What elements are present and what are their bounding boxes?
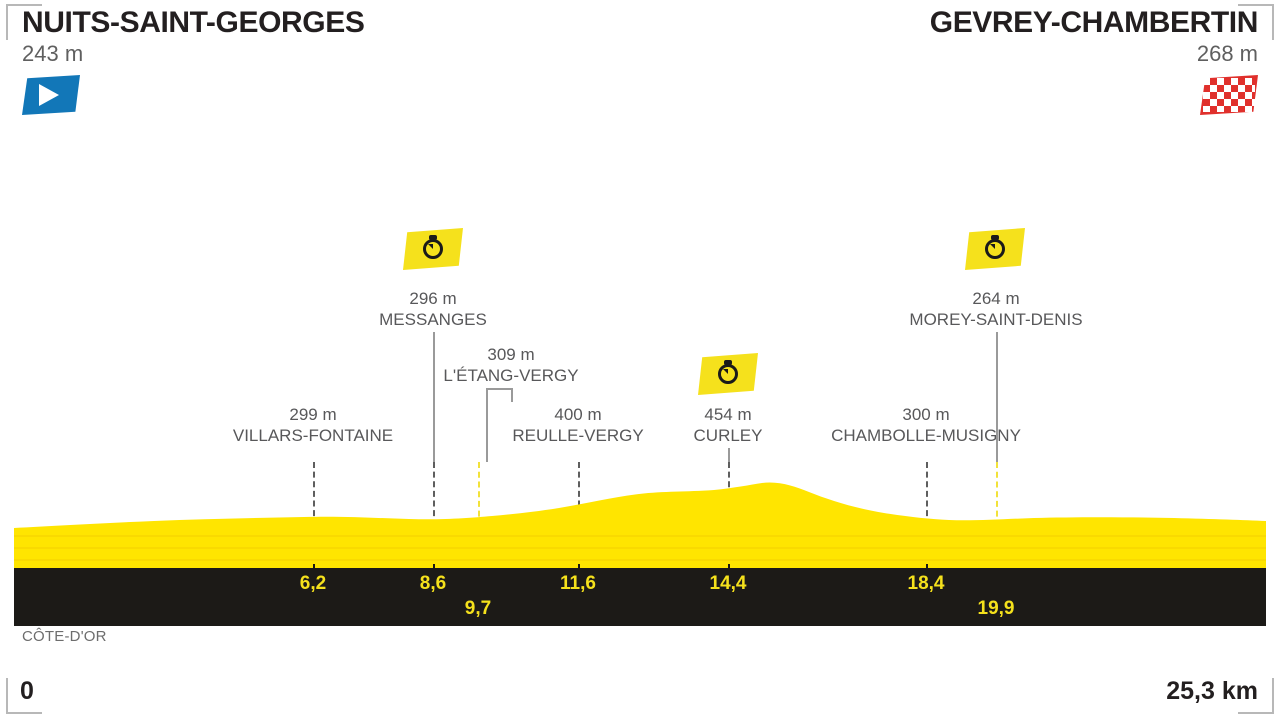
finish-altitude: 268 m xyxy=(1196,41,1258,66)
profile-fill xyxy=(14,482,1266,570)
point-label-reulle-vergy: 400 m REULLE-VERGY xyxy=(512,404,643,446)
finish-checkered-flag-icon xyxy=(1200,75,1258,115)
profile-gridlines xyxy=(14,535,1266,561)
km-tick xyxy=(313,564,315,569)
point-name: CHAMBOLLE-MUSIGNY xyxy=(831,426,1021,445)
km-value-letang-vergy: 9,7 xyxy=(464,598,492,619)
start-flag-icon xyxy=(22,75,80,115)
start-altitude: 243 m xyxy=(22,41,84,66)
km-tick xyxy=(728,564,730,569)
stopwatch-icon xyxy=(423,239,443,259)
point-label-villars-fontaine: 299 m VILLARS-FONTAINE xyxy=(233,404,393,446)
play-triangle-icon xyxy=(39,84,59,106)
timing-flag-messanges xyxy=(403,228,463,270)
point-label-chambolle-musigny: 300 m CHAMBOLLE-MUSIGNY xyxy=(831,404,1021,446)
km-value-reulle-vergy: 11,6 xyxy=(560,573,596,594)
start-endpoint: NUITS-SAINT-GEORGES 243 m xyxy=(22,6,365,121)
km-tick xyxy=(926,564,928,569)
point-name: L'ÉTANG-VERGY xyxy=(443,366,579,385)
frame-corner-top-right xyxy=(1238,4,1274,40)
km-value-chambolle-musigny: 18,4 xyxy=(907,573,945,594)
point-label-messanges: 296 m MESSANGES xyxy=(379,288,487,330)
timing-flag-morey-saint-denis xyxy=(965,228,1025,270)
elevation-profile-svg xyxy=(14,482,1266,570)
elevation-profile-area xyxy=(14,440,1266,570)
point-name: VILLARS-FONTAINE xyxy=(232,426,394,445)
point-name: REULLE-VERGY xyxy=(512,426,644,445)
km-tick xyxy=(578,564,580,569)
point-altitude: 264 m xyxy=(972,289,1020,308)
point-label-curley: 454 m CURLEY xyxy=(694,404,763,446)
finish-endpoint: GEVREY-CHAMBERTIN 268 m xyxy=(930,6,1258,121)
point-label-morey-saint-denis: 264 m MOREY-SAINT-DENIS xyxy=(909,288,1082,330)
finish-flag-wrap xyxy=(930,75,1258,121)
km-value-curley: 14,4 xyxy=(709,573,747,594)
frame-corner-top-left xyxy=(6,4,42,40)
start-city-name: NUITS-SAINT-GEORGES xyxy=(22,6,365,39)
leader-elbow-letang-vergy xyxy=(486,388,512,390)
point-altitude: 454 m xyxy=(704,405,752,424)
km-total-label: 25,3 km xyxy=(1166,677,1258,705)
frame-corner-bottom-right xyxy=(1238,678,1274,714)
point-name: MOREY-SAINT-DENIS xyxy=(909,310,1083,329)
leader-line-curley xyxy=(728,448,730,462)
km-value-morey-saint-denis: 19,9 xyxy=(977,598,1015,619)
km-value-messanges: 8,6 xyxy=(419,573,447,594)
leader-line-morey-saint-denis xyxy=(996,332,998,462)
guide-line-chambolle-musigny xyxy=(926,462,928,574)
point-altitude: 296 m xyxy=(409,289,457,308)
leader-line-letang-vergy-upper xyxy=(511,388,513,402)
stopwatch-icon xyxy=(718,364,738,384)
flag-body xyxy=(965,228,1025,270)
timing-flag-curley xyxy=(698,353,758,395)
point-altitude: 299 m xyxy=(289,405,337,424)
point-altitude: 300 m xyxy=(902,405,950,424)
km-tick xyxy=(433,564,435,569)
km-scale-bar: 6,2 8,6 9,7 11,6 14,4 18,4 19,9 xyxy=(14,564,1266,626)
point-altitude: 309 m xyxy=(487,345,535,364)
leader-line-letang-vergy-lower xyxy=(486,388,488,462)
km-value-villars-fontaine: 6,2 xyxy=(299,573,327,594)
start-flag-wrap xyxy=(22,75,364,121)
point-name: CURLEY xyxy=(693,426,763,445)
point-altitude: 400 m xyxy=(554,405,602,424)
point-label-letang-vergy: 309 m L'ÉTANG-VERGY xyxy=(443,344,578,386)
frame-corner-bottom-left xyxy=(6,678,42,714)
leader-line-messanges xyxy=(433,332,435,462)
department-label: CÔTE-D'OR xyxy=(22,628,107,645)
guide-line-messanges xyxy=(433,462,435,574)
point-name: MESSANGES xyxy=(379,310,487,329)
km-start-label: 0 xyxy=(20,677,34,705)
flag-body xyxy=(698,353,758,395)
finish-city-name: GEVREY-CHAMBERTIN xyxy=(929,6,1259,39)
stopwatch-icon xyxy=(985,239,1005,259)
flag-body xyxy=(403,228,463,270)
